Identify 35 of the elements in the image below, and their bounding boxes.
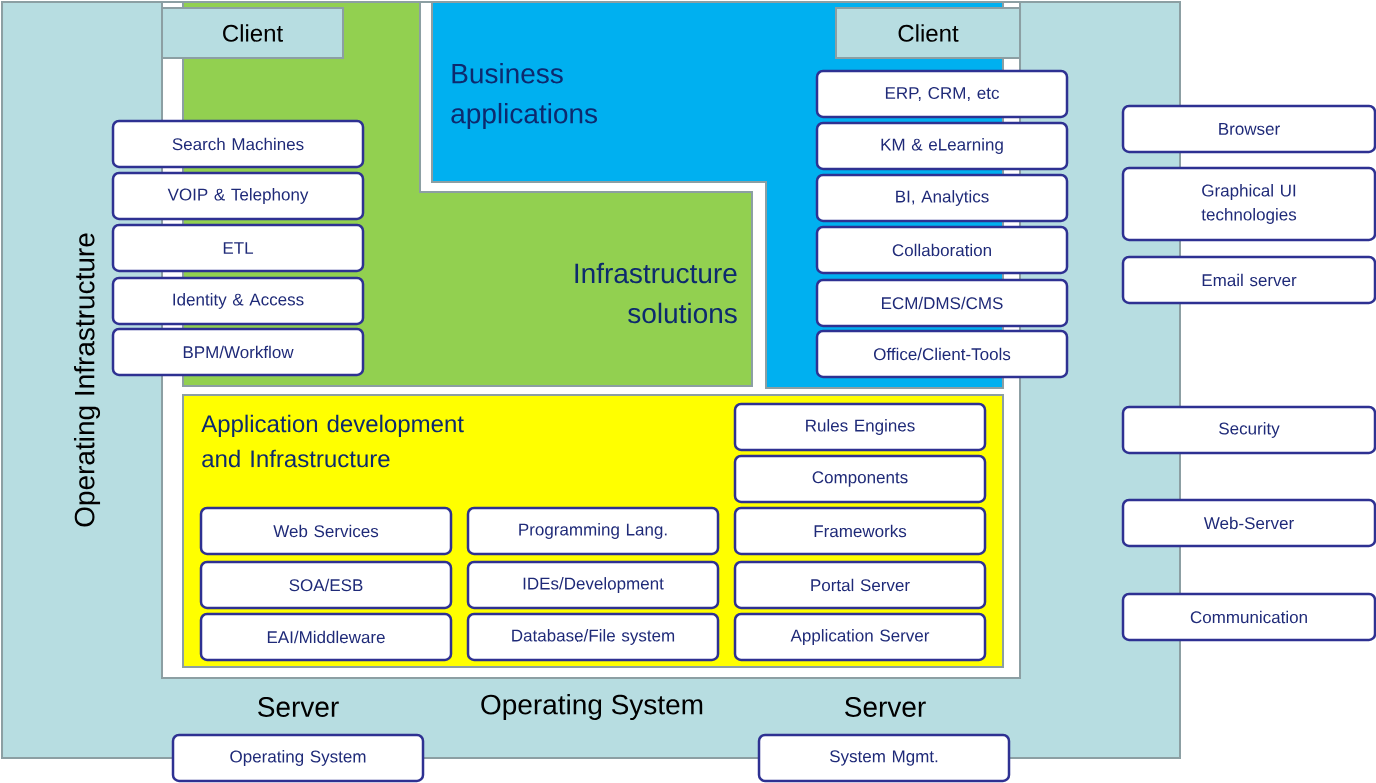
- item-box: Portal Server: [733, 560, 987, 610]
- layer-label: Server: [845, 697, 926, 717]
- item-box: Graphical UI technologies: [1121, 166, 1376, 242]
- layer-label: Server: [258, 697, 339, 717]
- item-box: Collaboration: [815, 225, 1069, 275]
- item-box: Identity & Access: [111, 276, 365, 326]
- item-box: Communication: [1121, 592, 1376, 642]
- item-box: Operating System: [171, 733, 425, 783]
- item-box: Frameworks: [733, 506, 987, 556]
- item-box: IDEs/Development: [466, 560, 720, 610]
- item-box: System Mgmt.: [757, 733, 1011, 783]
- item-box: Web Services: [199, 506, 453, 556]
- layer-label: Operating System: [481, 693, 703, 721]
- item-box: Browser: [1121, 104, 1376, 154]
- item-box: Security: [1121, 405, 1376, 455]
- item-box: ERP, CRM, etc: [815, 69, 1069, 119]
- item-box: BPM/Workflow: [111, 327, 365, 377]
- item-box: VOIP & Telephony: [111, 171, 365, 221]
- item-box: Web-Server: [1121, 498, 1376, 548]
- client-tab: Client: [835, 7, 1021, 59]
- item-box: Application Server: [733, 612, 987, 662]
- item-box: SOA/ESB: [199, 560, 453, 610]
- item-box: BI, Analytics: [815, 173, 1069, 223]
- item-box: ECM/DMS/CMS: [815, 278, 1069, 328]
- client-tab: Client: [161, 7, 344, 59]
- item-box: Rules Engines: [733, 402, 987, 452]
- item-box: KM & eLearning: [815, 121, 1069, 171]
- item-box: Search Machines: [111, 119, 365, 169]
- item-box: Programming Lang.: [466, 506, 720, 556]
- item-box: Email server: [1121, 255, 1376, 305]
- item-box: Office/Client-Tools: [815, 329, 1069, 379]
- item-box: ETL: [111, 223, 365, 273]
- item-box: EAI/Middleware: [199, 612, 453, 662]
- item-box: Components: [733, 454, 987, 504]
- item-box: Database/File system: [466, 612, 720, 662]
